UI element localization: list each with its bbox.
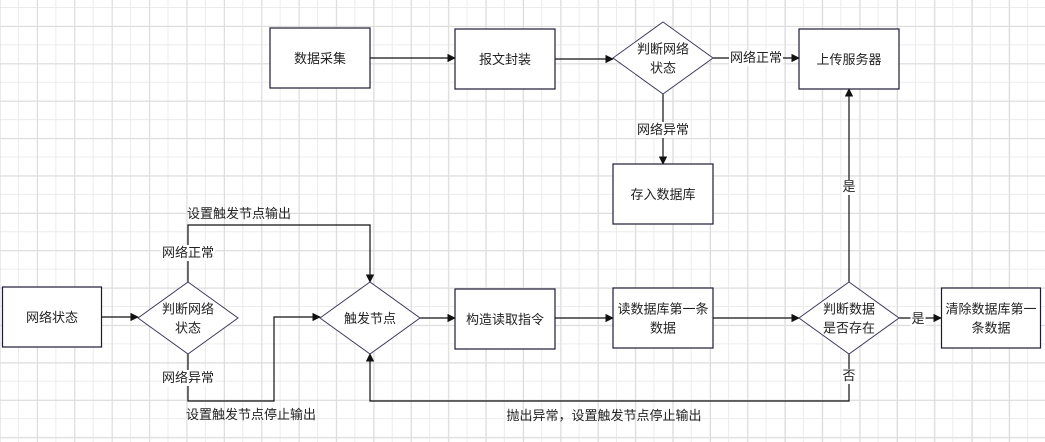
edge-label-background xyxy=(160,370,216,386)
decision-diamond xyxy=(798,281,900,355)
process-box xyxy=(1,286,103,348)
node-upload-server[interactable]: 上传服务器 xyxy=(798,28,900,90)
edge-label-background xyxy=(841,180,857,195)
node-label: 判断数据 xyxy=(823,303,875,318)
edge-label-background xyxy=(728,50,784,66)
node-build-read-cmd[interactable]: 构造读取指令 xyxy=(454,288,556,350)
node-label: 判断网络 xyxy=(162,302,214,318)
decision-diamond xyxy=(612,21,714,95)
process-box xyxy=(798,28,900,90)
edge-label: 网络异常 xyxy=(637,122,689,138)
edge-annotation: 抛出异常，设置触发节点停止输出 xyxy=(506,408,701,424)
node-label: 上传服务器 xyxy=(816,52,881,68)
edge-label: 否 xyxy=(842,369,855,384)
node-label: 数据采集 xyxy=(294,51,346,67)
edge-judge-net-bottom-to-trigger-node[interactable] xyxy=(187,224,375,283)
node-label: 数据 xyxy=(650,322,676,337)
node-label: 网络状态 xyxy=(26,310,78,326)
connector-line xyxy=(187,224,375,283)
process-box xyxy=(940,287,1042,349)
node-label: 存入数据库 xyxy=(630,187,695,203)
process-box xyxy=(612,163,714,225)
node-data-collect[interactable]: 数据采集 xyxy=(269,27,371,89)
edge-label-background xyxy=(841,369,857,384)
process-box xyxy=(269,27,371,89)
node-label: 状态 xyxy=(650,62,676,77)
node-trigger-node[interactable]: 触发节点 xyxy=(319,281,421,355)
process-box xyxy=(612,287,714,349)
node-packet-encap[interactable]: 报文封装 xyxy=(454,28,556,90)
edge-label: 网络异常 xyxy=(162,370,214,386)
process-box xyxy=(454,28,556,90)
edge-label: 是 xyxy=(842,180,855,195)
edge-judge-data-exists-to-trigger-node[interactable] xyxy=(365,353,850,402)
node-net-status[interactable]: 网络状态 xyxy=(1,286,103,348)
connector-line xyxy=(365,353,850,402)
node-label: 条数据 xyxy=(971,321,1010,337)
node-label: 读数据库第一条 xyxy=(617,302,708,318)
edge-label-background xyxy=(635,122,691,138)
edge-label: 是 xyxy=(911,312,924,327)
node-store-db[interactable]: 存入数据库 xyxy=(612,163,714,225)
node-label: 是否存在 xyxy=(823,322,875,337)
node-label: 构造读取指令 xyxy=(466,313,544,328)
node-label: 触发节点 xyxy=(344,311,396,327)
node-label: 判断网络 xyxy=(637,42,689,58)
node-label: 报文封装 xyxy=(479,53,531,68)
decision-diamond xyxy=(137,281,239,355)
edge-annotation: 设置触发节点输出 xyxy=(187,206,291,222)
node-label: 状态 xyxy=(175,322,201,337)
node-label: 清除数据库第一 xyxy=(945,302,1036,318)
edge-label: 网络正常 xyxy=(162,245,214,261)
edge-label-background xyxy=(160,245,216,261)
decision-diamond xyxy=(319,281,421,355)
edge-label: 网络正常 xyxy=(730,50,782,66)
edge-annotation: 设置触发节点停止输出 xyxy=(186,407,316,423)
process-box xyxy=(454,288,556,350)
edge-label-background xyxy=(910,312,926,327)
